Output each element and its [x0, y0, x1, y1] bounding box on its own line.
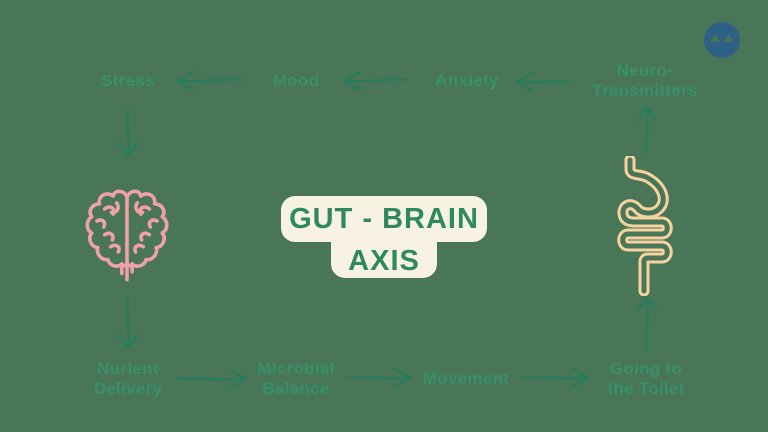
arrow-stress-to-brain — [117, 108, 139, 159]
arrow-anxiety-to-mood — [343, 70, 408, 92]
arrow-nutrient-to-microbial — [176, 368, 248, 390]
arrow-microbial-to-movement — [347, 367, 412, 389]
brain-icon — [85, 189, 169, 282]
node-neurotransmitters-line1: Neuro- — [616, 61, 674, 80]
node-anxiety-label: Anxiety — [435, 71, 499, 90]
node-nutrient-delivery: Nurient Delivery — [94, 359, 163, 399]
node-neurotransmitters-line2: Transmitters — [592, 81, 698, 100]
node-mood-label: Mood — [272, 71, 320, 90]
node-nutrient-line2: Delivery — [93, 379, 163, 398]
node-nutrient-line1: Nurient — [97, 359, 159, 378]
node-mood: Mood — [273, 71, 320, 91]
page-title-line2: AXIS — [348, 245, 420, 277]
arrow-brain-to-nutrient-delivery — [117, 294, 139, 351]
page-title-line1: GUT - BRAIN — [289, 202, 479, 235]
arrow-neurotransmitters-to-anxiety — [515, 71, 572, 93]
node-anxiety: Anxiety — [435, 71, 499, 91]
node-stress-label: Stress — [101, 71, 155, 90]
title-badge-bottom: AXIS — [331, 236, 437, 278]
node-movement: Movement — [423, 369, 509, 389]
arrow-mood-to-stress — [176, 70, 245, 92]
blue-face-logo-icon — [703, 21, 741, 59]
title-badge: GUT - BRAIN AXIS — [281, 196, 487, 278]
node-going-to-toilet: Going to the Toilet — [607, 359, 684, 399]
node-microbial-balance: Microbial Balance — [257, 359, 334, 399]
node-stress: Stress — [101, 71, 155, 91]
node-neurotransmitters: Neuro- Transmitters — [592, 61, 698, 101]
node-movement-label: Movement — [422, 369, 510, 388]
arrow-intestine-to-neurotransmitters — [636, 105, 658, 155]
node-microbial-line2: Balance — [262, 379, 330, 398]
intestine-icon — [617, 156, 673, 296]
node-toilet-line2: the Toilet — [607, 379, 685, 398]
title-badge-top: GUT - BRAIN — [281, 196, 487, 242]
node-microbial-line1: Microbial — [257, 359, 335, 378]
node-toilet-line1: Going to — [609, 359, 683, 378]
arrow-toilet-to-intestine — [636, 295, 658, 353]
arrow-movement-to-toilet — [521, 367, 590, 389]
